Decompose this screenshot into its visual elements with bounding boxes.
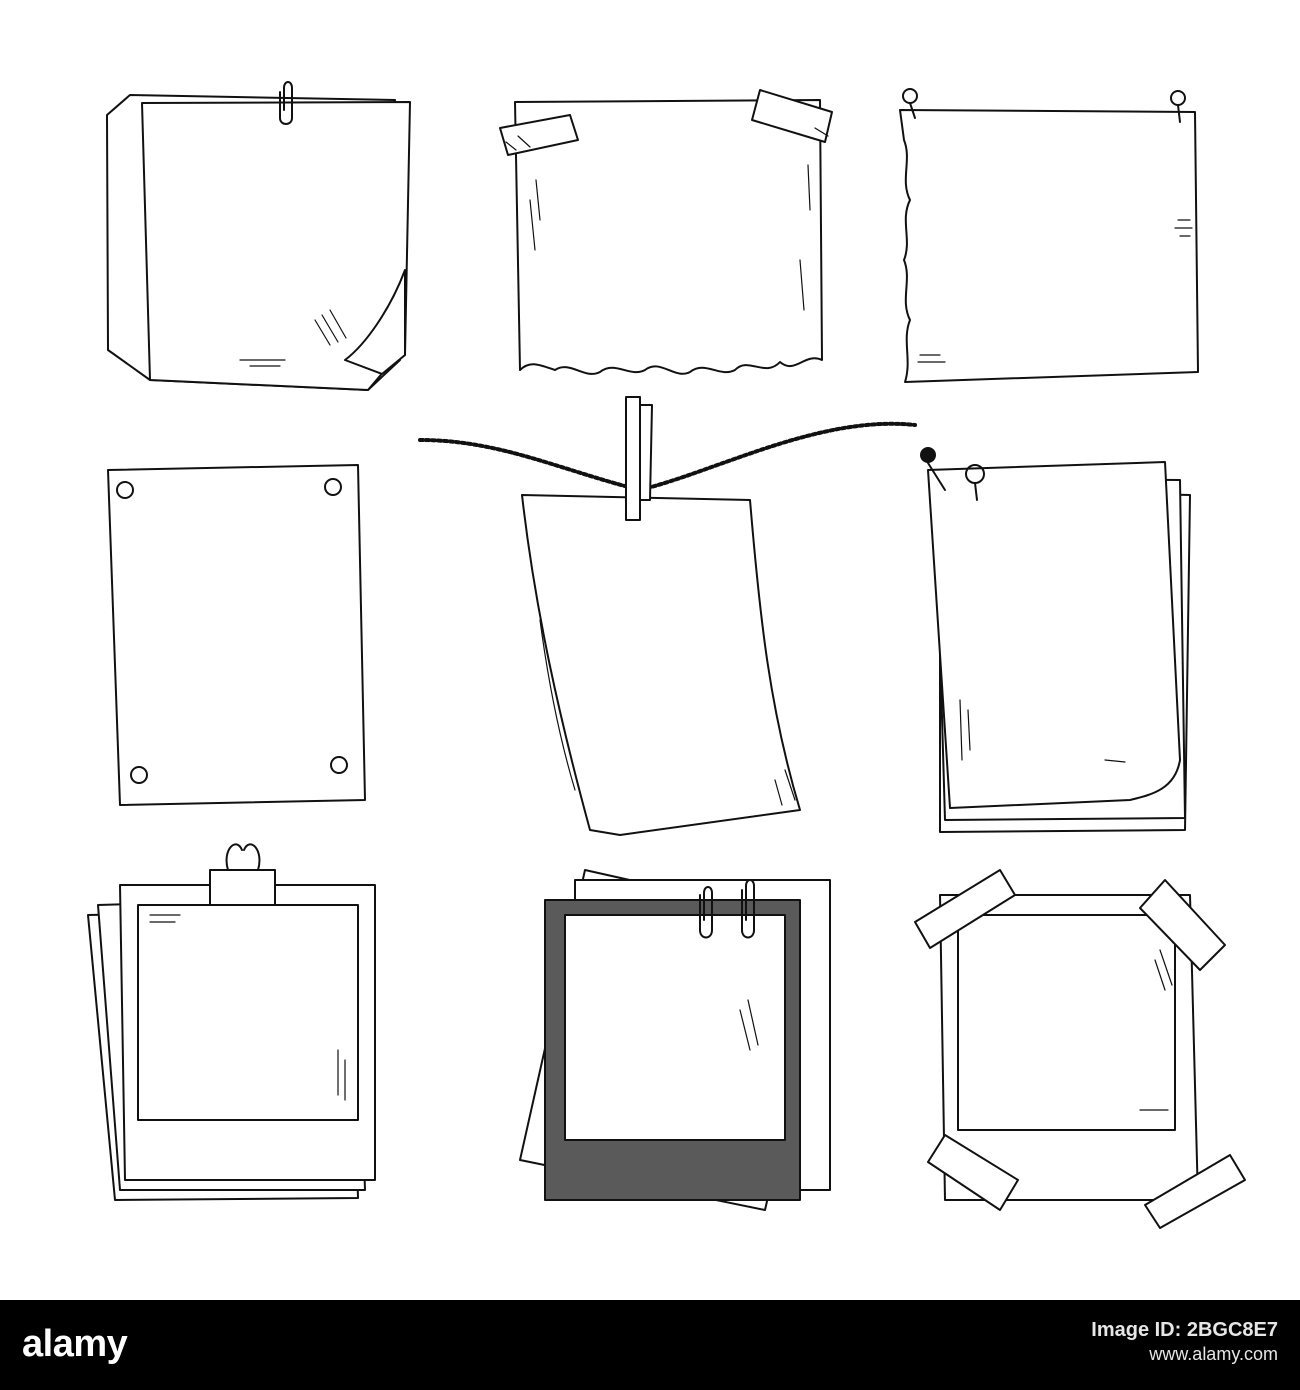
tape-strip-icon — [914, 869, 1246, 1229]
stock-logo: alamy — [22, 1323, 128, 1365]
note-torn-left — [899, 88, 1199, 383]
binder-clip-icon — [209, 843, 276, 906]
note-four-rivets — [107, 464, 366, 806]
paperclip-icon — [279, 81, 293, 125]
rivet-icon — [116, 478, 348, 784]
photo-hatched-clips — [519, 869, 831, 1211]
photo-dotted-binder — [87, 843, 376, 1201]
site-url: www.alamy.com — [1149, 1344, 1278, 1364]
note-stack-pushpins — [920, 447, 1191, 833]
tape-strip-icon — [499, 89, 833, 156]
paperclip-icon — [699, 879, 755, 939]
note-curled-corner — [106, 81, 411, 391]
image-id-value: Image ID: 2BGC8E7 — [1091, 1319, 1278, 1341]
stock-meta: Image ID: 2BGC8E7 www.alamy.com — [1091, 1318, 1278, 1366]
pushpin-icon — [920, 447, 985, 501]
pin-icon — [902, 88, 1186, 123]
note-on-rope — [418, 396, 917, 836]
image-id: Image ID: 2BGC8E7 — [1091, 1318, 1278, 1342]
photo-taped-corners — [914, 869, 1246, 1229]
note-torn-bottom — [499, 89, 833, 375]
stock-footer: alamy Image ID: 2BGC8E7 www.alamy.com — [0, 1300, 1300, 1390]
clothespin-icon — [625, 396, 653, 521]
sketch-notes-illustration — [87, 81, 1246, 1229]
